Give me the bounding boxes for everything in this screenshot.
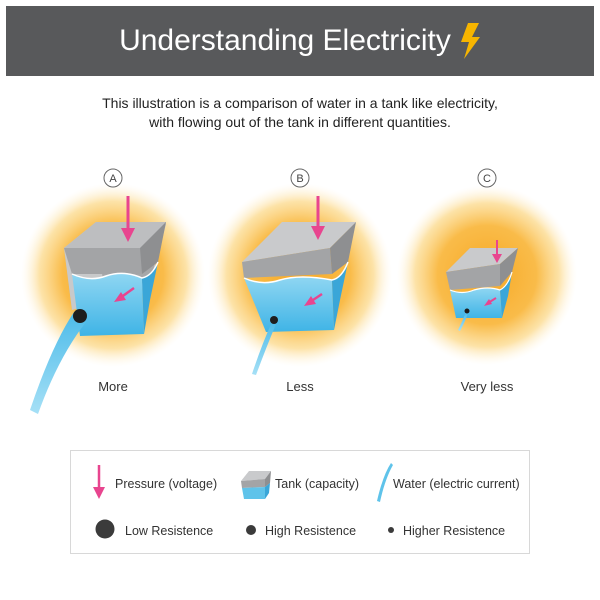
hole-low xyxy=(73,309,87,323)
intro-line-1: This illustration is a comparison of wat… xyxy=(102,95,498,111)
title-text: Understanding Electricity xyxy=(119,24,451,57)
higher-resistance-dot-icon xyxy=(388,527,394,533)
hole-higher xyxy=(464,308,470,314)
label-b: B xyxy=(296,173,303,185)
hole-high xyxy=(270,316,278,324)
legend-water: Water (electric current) xyxy=(393,477,520,491)
lightning-bolt-icon xyxy=(460,23,480,59)
page-title: Understanding Electricity xyxy=(6,6,594,76)
intro-text: This illustration is a comparison of wat… xyxy=(0,94,600,132)
tank-b xyxy=(242,196,356,375)
header-bar: Understanding Electricity xyxy=(6,6,594,76)
tank-c xyxy=(446,240,518,331)
caption-a: More xyxy=(98,379,128,394)
legend-pressure: Pressure (voltage) xyxy=(115,477,218,491)
legend-tank: Tank (capacity) xyxy=(275,477,360,491)
legend-higher: Higher Resistence xyxy=(403,524,506,538)
label-a-circle: A xyxy=(103,168,123,188)
intro-line-2: with flowing out of the tank in differen… xyxy=(149,114,451,130)
water-stream-icon xyxy=(377,463,393,502)
label-c-circle: C xyxy=(477,168,497,188)
label-b-circle: B xyxy=(290,168,310,188)
tank-icon xyxy=(241,471,271,499)
legend-box: Pressure (voltage) Tank (capacity) Water… xyxy=(70,450,530,554)
label-a: A xyxy=(109,173,117,185)
pressure-arrow-icon xyxy=(93,465,105,499)
caption-c: Very less xyxy=(460,379,514,394)
low-resistance-dot-icon xyxy=(95,519,115,539)
caption-b: Less xyxy=(286,379,314,394)
high-resistance-dot-icon xyxy=(246,525,256,535)
tank-diagram: A B C xyxy=(21,168,577,414)
legend-low: Low Resistence xyxy=(125,524,214,538)
label-c: C xyxy=(483,173,491,185)
tank-a xyxy=(30,196,166,414)
legend-high: High Resistence xyxy=(265,524,357,538)
